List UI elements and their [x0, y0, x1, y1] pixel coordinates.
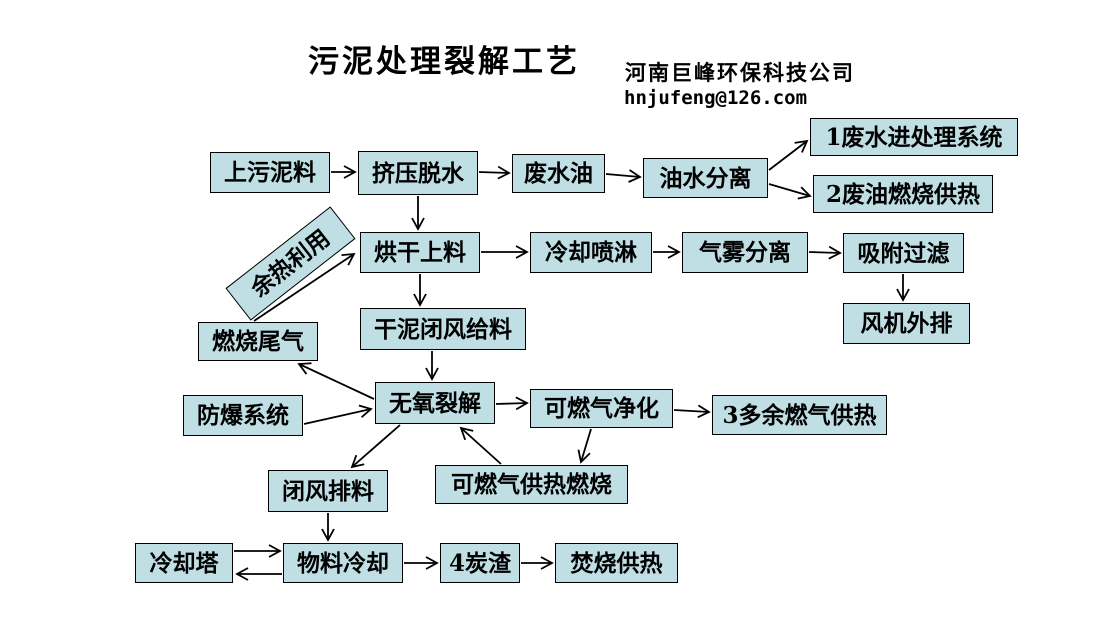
flow-arrow-anaerobic-pyrolysis-to-combustion-flue-gas — [297, 362, 375, 400]
flow-arrow-waste-water-oil-to-oil-water-separation — [605, 169, 642, 183]
company-name: 河南巨峰环保科技公司 — [625, 60, 855, 85]
flow-node-oil-water-separation: 油水分离 — [643, 158, 768, 198]
flow-node-surplus-gas-heating: 3多余燃气供热 — [712, 395, 887, 435]
flow-node-anaerobic-pyrolysis: 无氧裂解 — [375, 382, 495, 424]
flow-node-press-dewater: 挤压脱水 — [358, 151, 478, 195]
flow-node-explosion-proof-system: 防爆系统 — [183, 395, 303, 436]
flow-arrow-oil-water-separation-to-wastewater-to-treatment — [768, 139, 809, 171]
flow-node-combustible-gas-purification: 可燃气净化 — [530, 389, 673, 428]
flow-node-material-cooling: 物料冷却 — [283, 543, 403, 583]
flow-node-sludge-feed: 上污泥料 — [210, 152, 330, 193]
flow-node-combustion-flue-gas: 燃烧尾气 — [198, 322, 318, 361]
flow-arrow-oil-water-separation-to-waste-oil-burning-heat — [768, 183, 812, 200]
flow-arrow-combustible-gas-purification-to-gas-heating-combustion — [577, 428, 592, 464]
flow-arrow-press-dewater-to-waste-water-oil — [478, 165, 511, 180]
flow-arrow-explosion-proof-system-to-anaerobic-pyrolysis — [303, 404, 373, 425]
flow-node-waste-water-oil: 废水油 — [512, 154, 605, 193]
flow-arrow-gas-heating-combustion-to-anaerobic-pyrolysis — [459, 426, 502, 465]
flow-node-airlock-discharge: 闭风排料 — [268, 470, 388, 512]
flow-node-adsorption-filter: 吸附过滤 — [843, 233, 964, 273]
flow-node-cooling-spray: 冷却喷淋 — [530, 232, 652, 273]
flow-arrow-mist-separation-to-adsorption-filter — [808, 245, 842, 260]
flow-node-char-residue: 4炭渣 — [440, 543, 520, 583]
flow-node-incineration-heating: 焚烧供热 — [555, 543, 678, 583]
flow-node-waste-oil-burning-heat: 2废油燃烧供热 — [813, 175, 993, 213]
company-email: hnjufeng@126.com — [624, 87, 808, 109]
flow-node-gas-heating-combustion: 可燃气供热燃烧 — [435, 465, 628, 504]
flow-arrow-combustible-gas-purification-to-surplus-gas-heating — [673, 404, 711, 419]
page-title: 污泥处理裂解工艺 — [308, 44, 580, 80]
flow-node-dry-sludge-airlock-feed: 干泥闭风给料 — [360, 308, 526, 350]
flow-arrow-anaerobic-pyrolysis-to-airlock-discharge — [350, 424, 401, 469]
flow-node-cooling-tower: 冷却塔 — [135, 543, 233, 583]
flow-node-wastewater-to-treatment: 1废水进处理系统 — [810, 118, 1018, 156]
flow-node-fan-exhaust: 风机外排 — [843, 303, 970, 344]
flow-arrow-combustion-flue-gas-to-drying-feed — [253, 252, 356, 322]
flow-node-mist-separation: 气雾分离 — [682, 232, 808, 273]
flow-arrow-anaerobic-pyrolysis-to-combustible-gas-purification — [495, 396, 529, 411]
flow-node-drying-feed: 烘干上料 — [360, 232, 480, 273]
